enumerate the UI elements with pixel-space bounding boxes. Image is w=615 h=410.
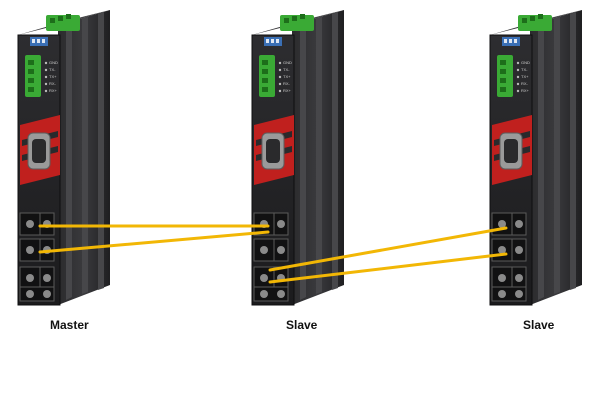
slave-label-1: Slave <box>286 318 318 332</box>
master-led-label-2: TX- <box>49 67 56 72</box>
slave-1-led-label-4: RX- <box>283 81 291 86</box>
slave-2-led-label-2: TX- <box>521 67 528 72</box>
master-led-label-4: RX- <box>49 81 57 86</box>
slave-1-led-label-1: GND <box>283 60 292 65</box>
slave-2-led-labels: GND TX- TX+ RX- RX+ <box>521 60 530 93</box>
slave-device-2: GND TX- TX+ RX- RX+ <box>489 9 583 306</box>
slave-1-led-labels: GND TX- TX+ RX- RX+ <box>283 60 292 93</box>
slave-2-led-label-1: GND <box>521 60 530 65</box>
fiber-cable-slave-slave-b <box>268 252 508 284</box>
slave-2-led-label-4: RX- <box>521 81 529 86</box>
fiber-cable-master-slave-b <box>38 230 270 254</box>
fiber-cable-slave-slave-a <box>268 226 508 272</box>
master-device: GND TX- TX+ RX- RX+ <box>17 9 111 306</box>
slave-device-1: GND TX- TX+ RX- RX+ <box>251 9 345 306</box>
master-led-label-1: GND <box>49 60 58 65</box>
slave-1-led-label-5: RX+ <box>283 88 292 93</box>
slave-1-led-label-3: TX+ <box>283 74 291 79</box>
master-led-label-3: TX+ <box>49 74 57 79</box>
master-led-labels: GND TX- TX+ RX- RX+ <box>49 60 58 93</box>
slave-2-led-label-5: RX+ <box>521 88 530 93</box>
slave-label-2: Slave <box>523 318 555 332</box>
fiber-cables <box>38 224 508 284</box>
slave-1-led-label-2: TX- <box>283 67 290 72</box>
master-label: Master <box>50 318 89 332</box>
master-led-label-5: RX+ <box>49 88 58 93</box>
slave-2-led-label-3: TX+ <box>521 74 529 79</box>
